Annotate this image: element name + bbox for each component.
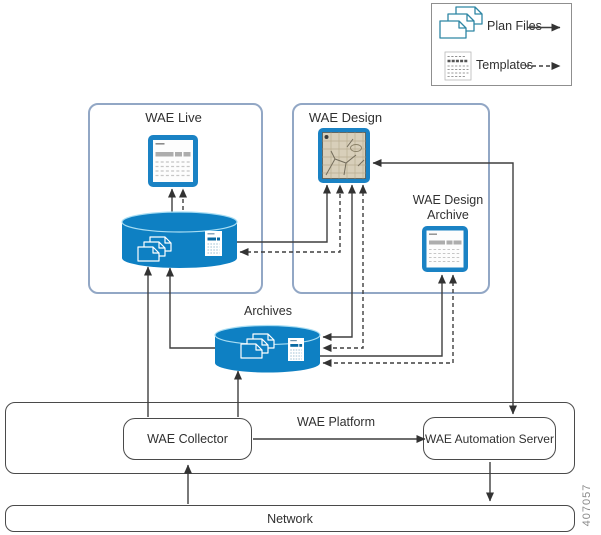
template-icon bbox=[288, 338, 304, 361]
legend-box bbox=[431, 3, 572, 86]
wae-design-archive-title: WAE Design Archive bbox=[398, 193, 498, 223]
legend-plan-files-label: Plan Files bbox=[487, 19, 542, 33]
wae-collector-node: WAE Collector bbox=[123, 418, 252, 460]
figure-number: 407057 bbox=[581, 483, 593, 527]
wae-design-title: WAE Design bbox=[308, 110, 383, 125]
wae-automation-server-node: WAE Automation Server bbox=[423, 417, 556, 460]
archives-title: Archives bbox=[244, 304, 292, 318]
wae-live-container bbox=[88, 103, 263, 294]
plan-files-icon bbox=[240, 333, 275, 359]
wae-platform-title: WAE Platform bbox=[296, 415, 376, 429]
wae-design-archive-title-line1: WAE Design bbox=[412, 193, 484, 207]
legend-templates-label: Templates bbox=[476, 58, 533, 72]
archives-db-cylinder-icon bbox=[214, 324, 321, 373]
wae-design-archive-title-line2: Archive bbox=[427, 208, 469, 222]
wae-live-title: WAE Live bbox=[145, 110, 202, 125]
network-node: Network bbox=[5, 505, 575, 532]
network-label: Network bbox=[267, 511, 313, 526]
wae-collector-label: WAE Collector bbox=[147, 432, 228, 446]
wae-automation-server-label: WAE Automation Server bbox=[425, 431, 554, 446]
